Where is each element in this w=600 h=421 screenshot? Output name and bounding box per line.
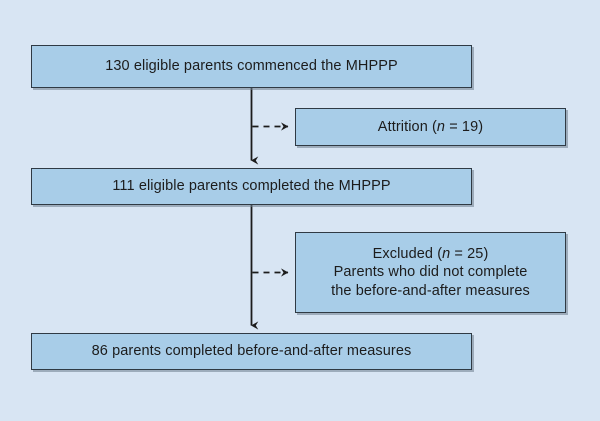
node-excluded-label-line1: Excluded (n = 25)	[373, 245, 489, 264]
node-enrolled-label: 130 eligible parents commenced the MHPPP	[105, 58, 398, 75]
node-excluded-label-italic: n	[442, 245, 451, 262]
node-excluded-label-line2: Parents who did not complete	[333, 264, 528, 281]
node-excluded: Excluded (n = 25) Parents who did not co…	[295, 232, 566, 313]
node-completed: 111 eligible parents completed the MHPPP	[31, 168, 472, 205]
node-excluded-label-line3: the before-and-after measures	[331, 282, 530, 299]
node-attrition-label-suffix: = 19)	[445, 118, 484, 135]
node-measures: 86 parents completed before-and-after me…	[31, 333, 472, 370]
node-excluded-label-suffix: = 25)	[450, 245, 489, 262]
node-completed-label: 111 eligible parents completed the MHPPP	[112, 178, 391, 195]
node-attrition-label: Attrition (n = 19)	[378, 118, 483, 137]
node-enrolled: 130 eligible parents commenced the MHPPP	[31, 45, 472, 88]
node-attrition-label-prefix: Attrition (	[377, 118, 437, 135]
node-attrition: Attrition (n = 19)	[295, 108, 566, 146]
node-excluded-label-prefix: Excluded (	[372, 245, 443, 262]
node-attrition-label-italic: n	[436, 118, 446, 135]
node-measures-label: 86 parents completed before-and-after me…	[91, 343, 412, 360]
